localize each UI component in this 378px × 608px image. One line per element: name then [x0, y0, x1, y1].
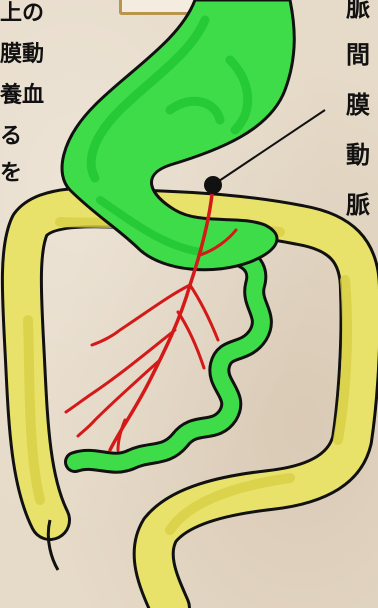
black-dot-icon [204, 176, 222, 194]
left-line-5: を [0, 158, 44, 190]
right-char-5: 脈 [338, 184, 378, 226]
stomach [62, 0, 294, 270]
left-line-1: 上の [0, 0, 44, 30]
right-char-3: 膜 [338, 84, 378, 126]
right-char-2: 間 [338, 34, 378, 76]
right-annotation: 脈 間 膜 動 脈 [338, 0, 378, 226]
right-char-1: 脈 [338, 0, 378, 24]
small-intestine [75, 254, 262, 463]
left-line-2: 膜動 [0, 39, 44, 71]
left-line-4: る [0, 121, 44, 153]
left-annotation: 上の 膜動 養血 る を [0, 0, 44, 190]
right-char-4: 動 [338, 134, 378, 176]
left-line-3: 養血 [0, 80, 44, 112]
